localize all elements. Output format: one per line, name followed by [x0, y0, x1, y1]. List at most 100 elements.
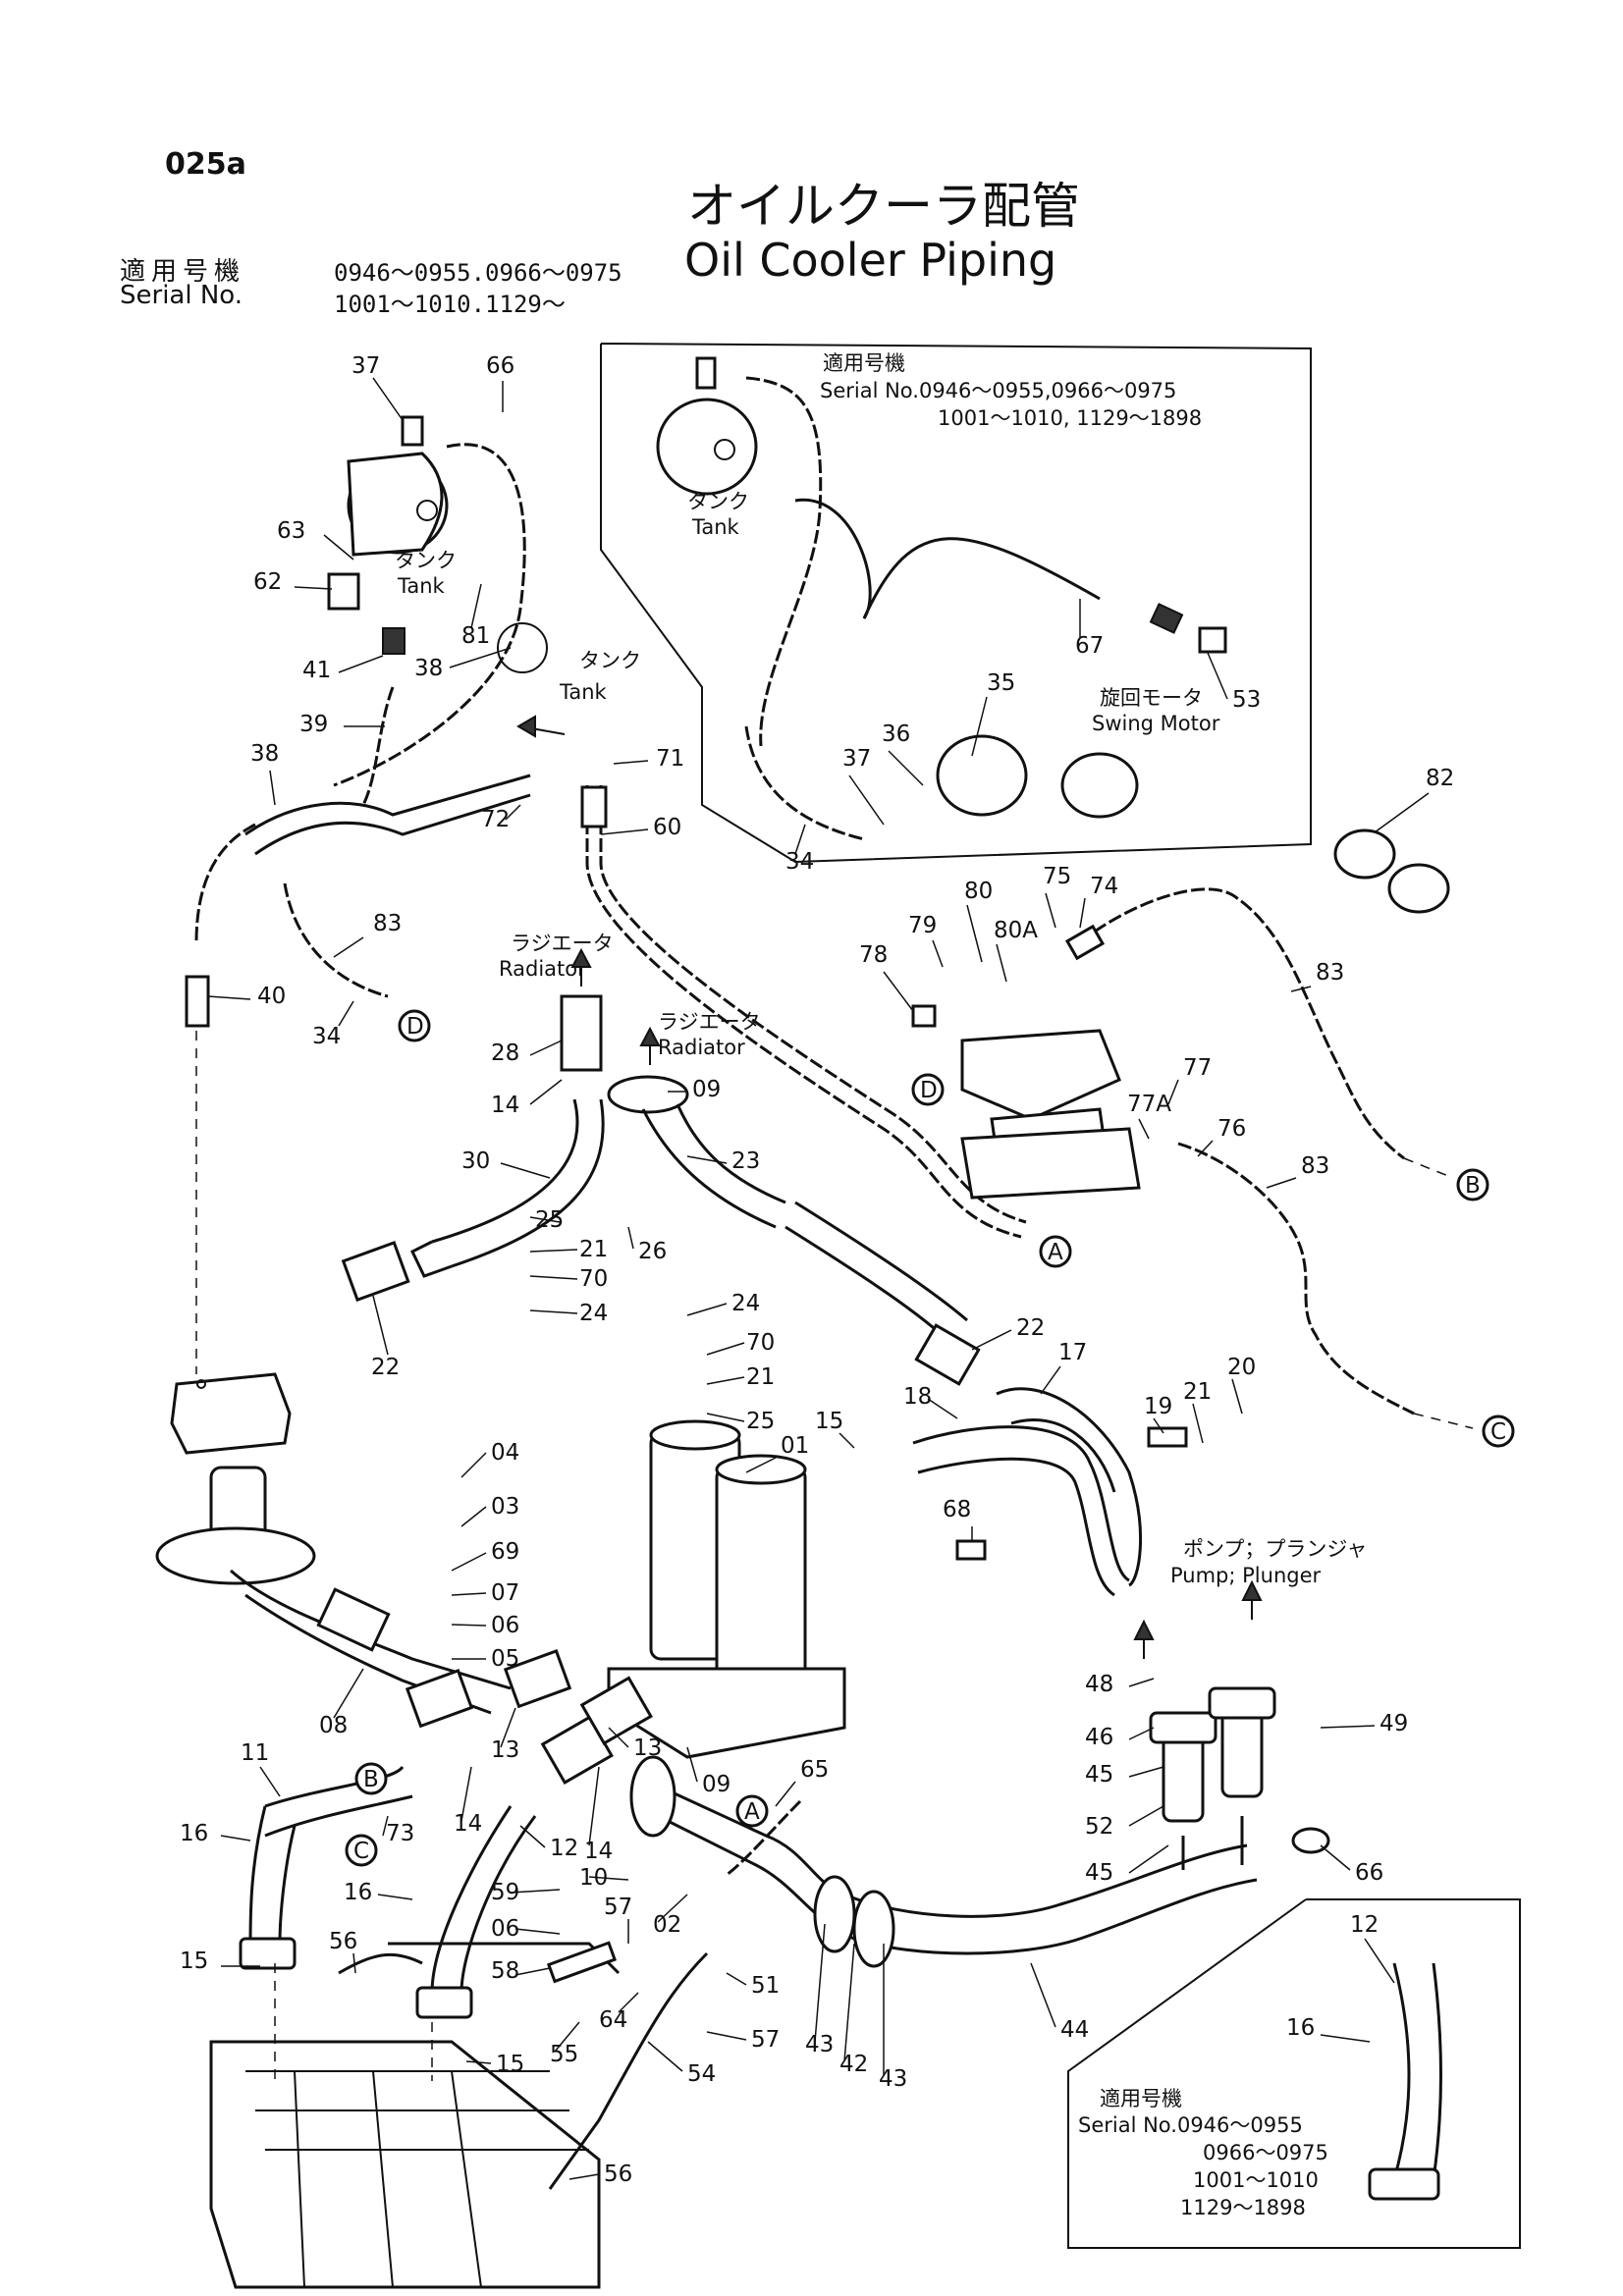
callout-label-67: 67 — [1075, 633, 1104, 659]
callout-leader-82 — [1374, 792, 1430, 833]
callout-label-56: 56 — [329, 1929, 357, 1954]
callout-leader-34 — [794, 824, 806, 855]
pipe-11-top — [264, 1765, 413, 1838]
callout-label-45: 45 — [1085, 1762, 1113, 1788]
callout-label-16: 16 — [1286, 2015, 1315, 2041]
inset-tank-en: Tank — [691, 515, 740, 539]
motor-block-top — [960, 1029, 1121, 1121]
swing-motor-en: Swing Motor — [1092, 712, 1220, 735]
control-valve-block — [209, 1941, 709, 2289]
callout-leader-11 — [259, 1766, 281, 1797]
connector-a-right-label: A — [1048, 1240, 1063, 1265]
callout-label-73: 73 — [386, 1821, 414, 1846]
callout-leader-78 — [883, 971, 914, 1012]
callout-label-22: 22 — [371, 1355, 400, 1380]
fitting-78-graphic — [911, 1004, 937, 1028]
connector-c-left-label: C — [353, 1839, 369, 1864]
callout-label-06: 06 — [491, 1916, 519, 1942]
callout-label-35: 35 — [987, 670, 1015, 696]
callout-label-43: 43 — [879, 2066, 907, 2092]
connector-c-right — [1482, 1415, 1515, 1448]
callout-leader-16 — [1320, 2034, 1371, 2043]
hose-76-83 — [1177, 1142, 1415, 1415]
callout-leader-48 — [1128, 1678, 1155, 1687]
callout-leader-16 — [220, 1835, 251, 1842]
callout-leader-54 — [647, 2041, 683, 2072]
callout-leader-56 — [568, 2173, 600, 2180]
page-title-english: Oil Cooler Piping — [684, 234, 1057, 287]
callout-leader-75 — [1045, 892, 1056, 929]
connector-c-right-label: C — [1490, 1419, 1506, 1445]
pipe-11 — [248, 1805, 297, 1945]
callout-label-24: 24 — [579, 1301, 608, 1326]
callout-leader-13 — [500, 1707, 516, 1748]
callout-leader-19 — [1153, 1417, 1164, 1434]
callout-label-58: 58 — [491, 1958, 519, 1984]
clamp-82-b — [1387, 863, 1450, 914]
callout-leader-83 — [1290, 986, 1312, 992]
hose-bundle-graphic — [244, 774, 531, 856]
connector-markers: D D A B C B C A — [345, 1009, 1515, 1867]
callout-leader-38 — [269, 770, 276, 806]
clamp-58-graphic — [546, 1941, 618, 1984]
callout-label-30: 30 — [461, 1148, 490, 1174]
callout-label-66: 66 — [486, 353, 514, 379]
callout-leader-30 — [500, 1162, 551, 1179]
callout-leader-06 — [451, 1624, 487, 1627]
callout-label-38: 38 — [414, 656, 443, 681]
callout-leader-65 — [775, 1781, 796, 1807]
callout-label-02: 02 — [653, 1912, 681, 1938]
hose-28-graphic — [560, 994, 603, 1072]
callout-label-22: 22 — [1016, 1315, 1045, 1341]
inset-top-applicable-jp: 適用号機 — [823, 351, 905, 375]
callout-label-12: 12 — [550, 1836, 578, 1861]
callout-leader-49 — [1320, 1725, 1376, 1729]
callout-leader-51 — [726, 1972, 747, 1986]
pipe-54 — [548, 1951, 709, 2190]
hose-74-83 — [1079, 887, 1405, 1160]
callout-leader-59 — [510, 1889, 561, 1894]
callout-leader-36 — [888, 750, 924, 786]
callout-leader-62 — [294, 586, 333, 590]
clamp-13-a — [405, 1669, 474, 1729]
callout-label-72: 72 — [481, 807, 510, 832]
callout-leader-12 — [1364, 1938, 1395, 1984]
callout-label-20: 20 — [1227, 1355, 1256, 1380]
pipe-12 — [430, 1805, 537, 1994]
pipe-55 — [338, 1952, 423, 1975]
callout-leader-10 — [588, 1876, 629, 1881]
connector-d-left — [398, 1009, 431, 1042]
tank-en-lower: Tank — [559, 680, 608, 704]
callout-leader-46 — [1128, 1727, 1155, 1740]
swing-motor-port-graphic — [936, 734, 1028, 817]
callout-label-83: 83 — [1316, 960, 1344, 986]
inset-hose-upper — [745, 376, 823, 747]
callout-leader-43 — [814, 1923, 826, 2043]
connector-a-left-label: A — [744, 1799, 760, 1825]
callout-leader-25 — [706, 1413, 745, 1422]
callout-label-16: 16 — [180, 1821, 208, 1846]
callout-leader-81 — [470, 583, 482, 629]
pipe-12-variant — [1392, 1962, 1442, 2180]
callout-leader-02 — [657, 1894, 688, 1923]
page-title-japanese: オイルクーラ配管 — [687, 178, 1080, 235]
nozzle-40-graphic — [185, 975, 210, 1028]
callout-label-12: 12 — [1350, 1912, 1379, 1938]
callout-label-76: 76 — [1217, 1116, 1246, 1142]
callout-label-80A: 80A — [994, 918, 1038, 943]
callout-label-55: 55 — [550, 2042, 578, 2067]
connector-b-right-label: B — [1465, 1173, 1481, 1199]
tank-en-upper: Tank — [397, 574, 446, 598]
callout-leader-60 — [600, 828, 649, 835]
callout-label-15: 15 — [180, 1949, 208, 1974]
callout-leader-18 — [927, 1398, 958, 1419]
inset-top-serial-line-2: 1001～1010, 1129～1898 — [938, 406, 1202, 430]
callout-label-63: 63 — [277, 518, 305, 544]
callout-leader-08 — [333, 1668, 364, 1719]
callout-leader-57 — [706, 2031, 747, 2041]
callout-leader-45 — [1128, 1766, 1164, 1778]
callout-label-14: 14 — [454, 1811, 482, 1837]
callout-label-17: 17 — [1058, 1340, 1087, 1365]
connector-d-right — [911, 1073, 945, 1106]
